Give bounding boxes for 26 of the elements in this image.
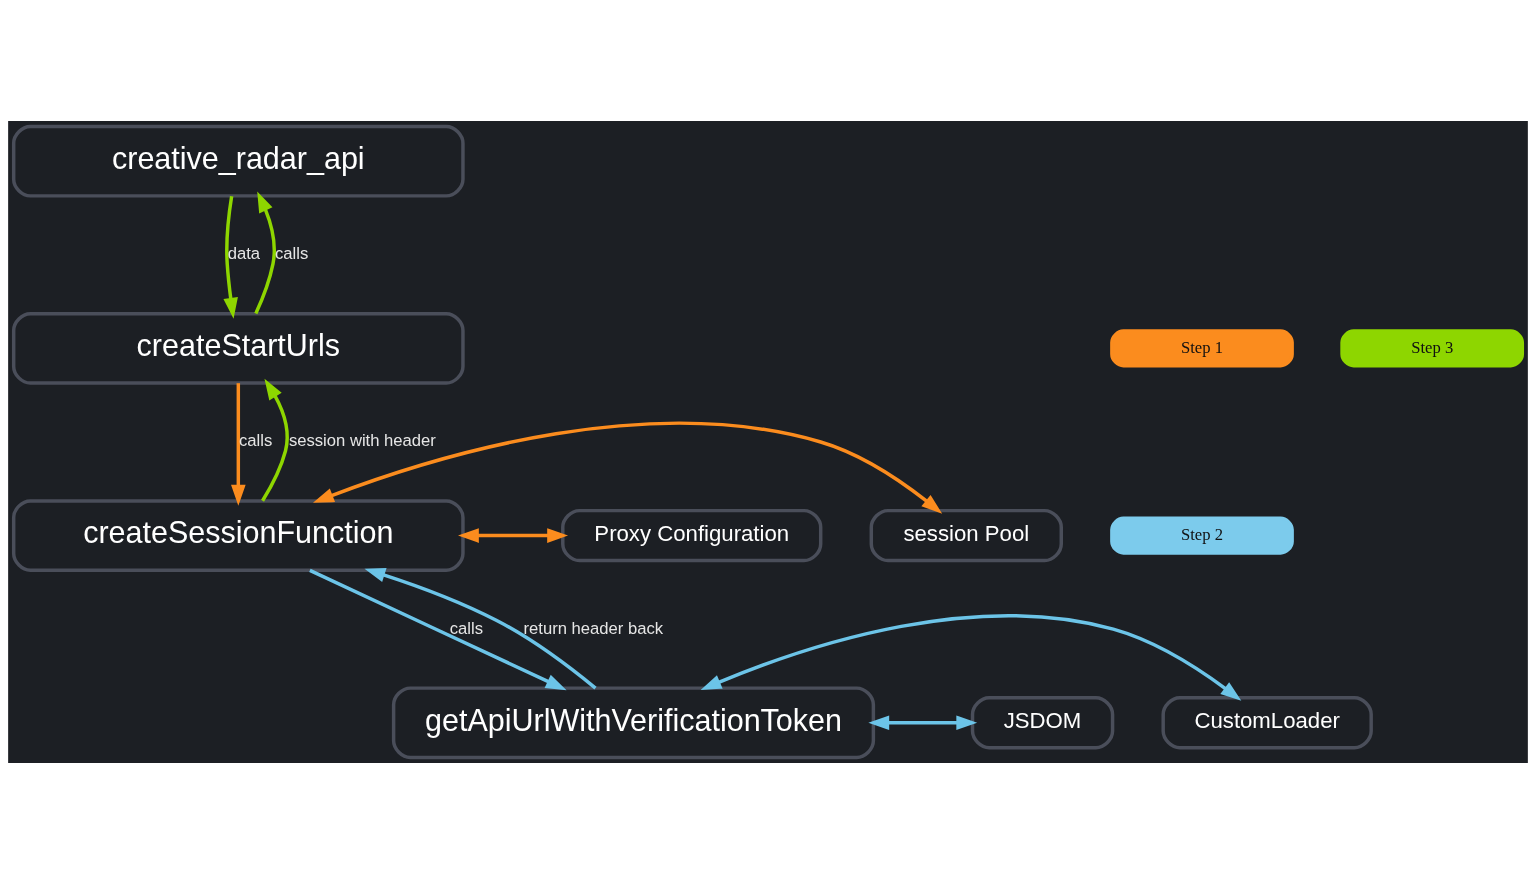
edge-label: session with header [288, 431, 436, 451]
node-box: Step 3 [1340, 329, 1525, 368]
node-box: Proxy Configuration [561, 508, 823, 563]
node-box: createSessionFunction [11, 499, 465, 572]
node-box: Step 2 [1110, 516, 1294, 555]
edge-label: calls [275, 244, 309, 264]
node-box: getApiUrlWithVerificationToken [391, 686, 876, 760]
arrow [313, 421, 943, 514]
edge-label: calls [449, 618, 484, 638]
edge-label: data [227, 244, 261, 264]
node-box: createStartUrls [11, 312, 465, 385]
arrow [254, 191, 276, 315]
arrow [458, 528, 569, 543]
arrow [868, 715, 978, 731]
node-box: creative_radar_api [11, 124, 465, 198]
node-box: JSDOM [970, 696, 1115, 750]
node-box: Step 1 [1110, 329, 1294, 368]
node-box: CustomLoader [1161, 696, 1373, 750]
edge-label: return header back [523, 618, 664, 638]
arrow [223, 196, 238, 319]
arrow [700, 614, 1242, 701]
node-box: session Pool [869, 508, 1063, 563]
arrow [364, 568, 597, 690]
arrow [231, 383, 246, 506]
arrow [261, 378, 289, 502]
arrow [309, 568, 567, 691]
